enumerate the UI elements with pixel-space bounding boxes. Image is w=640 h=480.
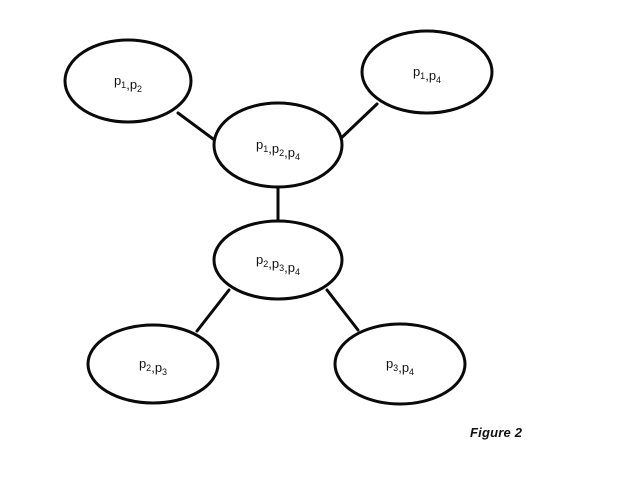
node-p1-p2-p4[interactable]: p1,p2,p4 [212, 101, 344, 189]
nodes-group: p1,p2 p1,p4 p1,p2,p4 p2,p3,p4 p2,p3 p3,p4 [63, 29, 494, 406]
figure-caption: Figure 2 [470, 425, 523, 440]
edge-p2p3p4-to-p2p3 [195, 288, 231, 333]
node-p1-p2-p4-shape[interactable] [212, 101, 344, 189]
edge-p2p3p4-to-p3p4 [325, 288, 360, 332]
node-p1-p4[interactable]: p1,p4 [360, 29, 494, 115]
node-p2-p3-label: p2,p3 [139, 356, 167, 377]
node-p1-p2[interactable]: p1,p2 [63, 38, 193, 124]
node-p2-p3-p4-label: p2,p3,p4 [256, 252, 300, 277]
node-p1-p2-p4-label: p1,p2,p4 [256, 137, 300, 162]
edge-p1p2p4-to-p1p4 [334, 102, 379, 145]
node-p3-p4[interactable]: p3,p4 [333, 322, 467, 406]
node-p1-p2-label: p1,p2 [114, 73, 142, 94]
node-p3-p4-shape[interactable] [333, 322, 467, 406]
node-p1-p4-shape[interactable] [360, 29, 494, 115]
node-p1-p4-label: p1,p4 [413, 64, 441, 85]
node-p1-p2-shape[interactable] [63, 38, 193, 124]
node-p2-p3-p4-shape[interactable] [212, 219, 344, 301]
node-p2-p3-shape[interactable] [86, 323, 220, 405]
node-p2-p3-p4[interactable]: p2,p3,p4 [212, 219, 344, 301]
node-p3-p4-label: p3,p4 [386, 356, 414, 377]
node-p2-p3[interactable]: p2,p3 [86, 323, 220, 405]
